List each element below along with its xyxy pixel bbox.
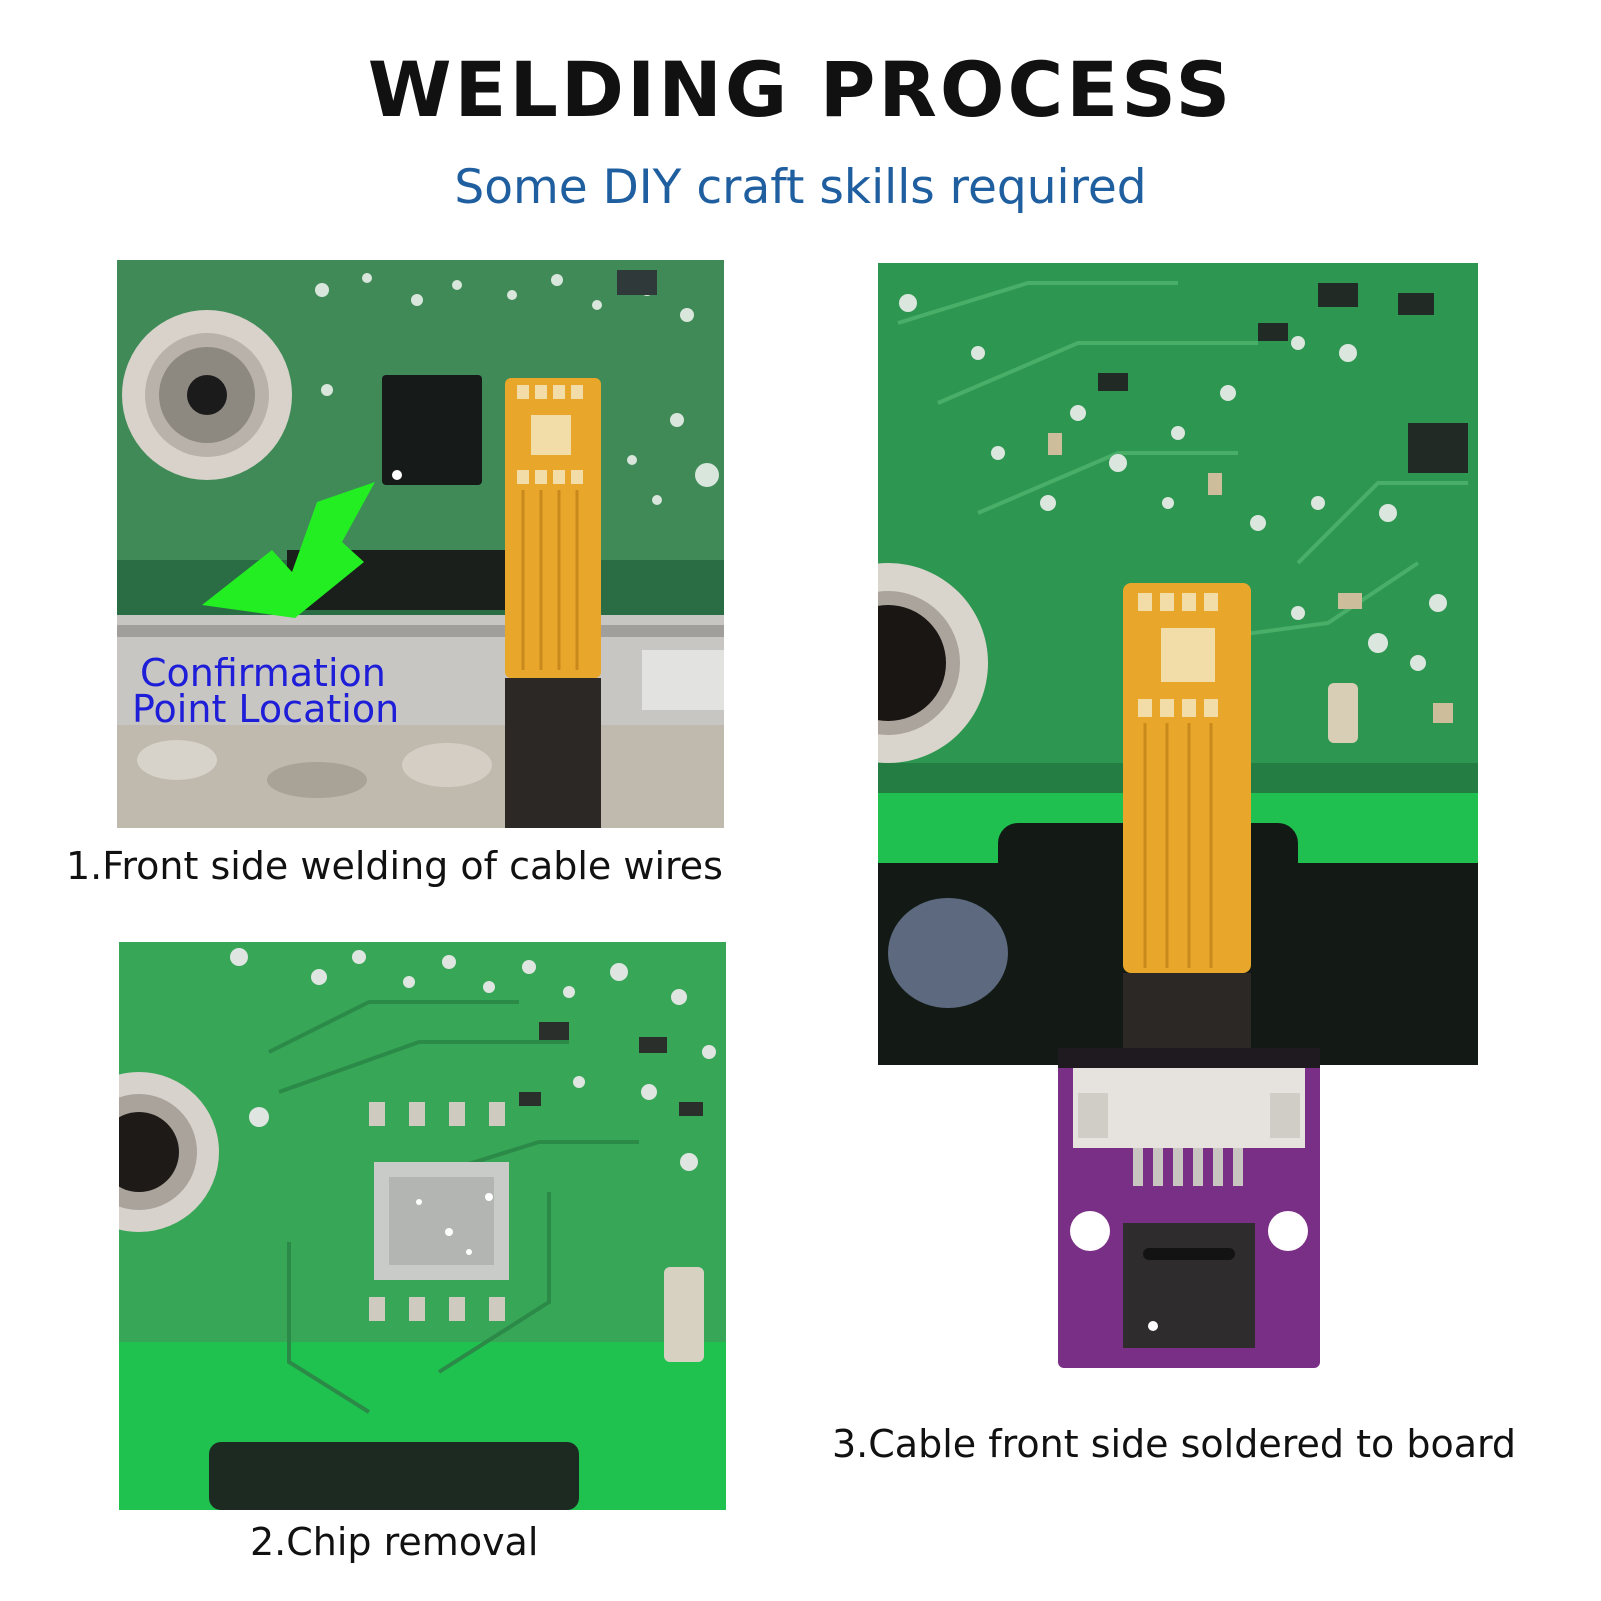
photo-step-3: [878, 263, 1478, 1371]
page-subtitle: Some DIY craft skills required: [454, 160, 1147, 215]
caption-step-2: 2.Chip removal: [250, 1520, 539, 1564]
caption-step-3: 3.Cable front side soldered to board: [832, 1422, 1517, 1466]
photo-step-2: [119, 942, 726, 1510]
callout-line-1: Confirmation: [140, 651, 386, 695]
caption-step-1: 1.Front side welding of cable wires: [66, 844, 723, 888]
confirmation-point-label: Confirmation Point Location: [132, 651, 400, 731]
page-title: WELDING PROCESS: [367, 45, 1234, 134]
callout-line-2: Point Location: [132, 687, 400, 731]
photo-step-1: [117, 260, 724, 828]
